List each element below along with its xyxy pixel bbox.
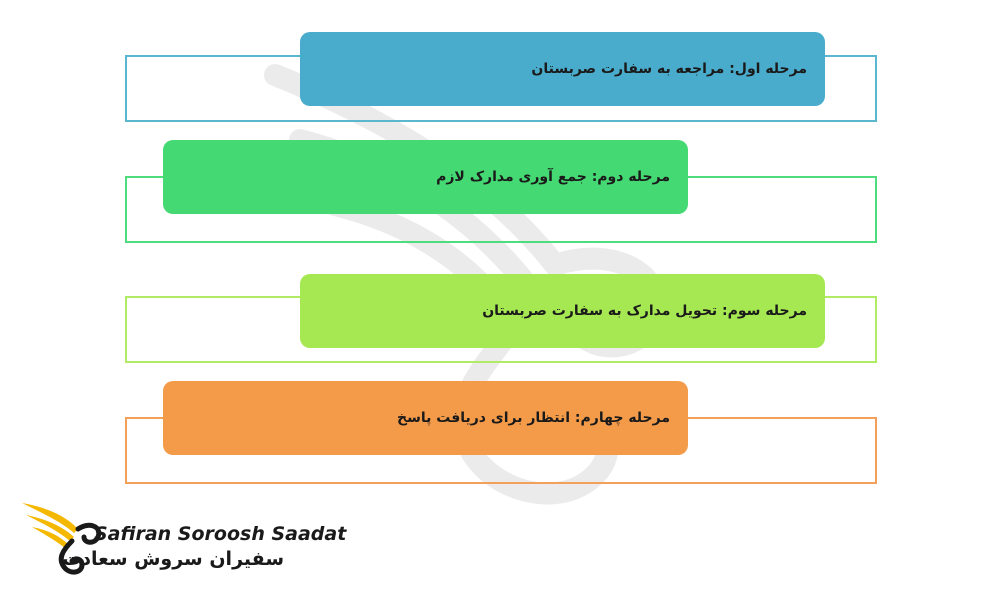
brand-name-persian: سفیران سروش سعادت [62,548,284,570]
step-4-box: مرحله چهارم: انتظار برای دریافت پاسخ [163,381,688,455]
brand-name-latin: Safiran Soroosh Saadat [94,523,347,545]
step-2-box: مرحله دوم: جمع آوری مدارک لازم [163,140,688,214]
step-1-box: مرحله اول: مراجعه به سفارت صربستان [300,32,825,106]
step-3-box: مرحله سوم: تحویل مدارک به سفارت صربستان [300,274,825,348]
golden-wings-swan-icon [22,503,102,575]
step-2-label: مرحله دوم: جمع آوری مدارک لازم [436,169,670,185]
step-3-label: مرحله سوم: تحویل مدارک به سفارت صربستان [482,303,807,319]
step-4-label: مرحله چهارم: انتظار برای دریافت پاسخ [397,410,670,426]
brand-logo: Safiran Soroosh Saadat سفیران سروش سعادت [20,495,346,585]
step-1-label: مرحله اول: مراجعه به سفارت صربستان [531,61,807,77]
